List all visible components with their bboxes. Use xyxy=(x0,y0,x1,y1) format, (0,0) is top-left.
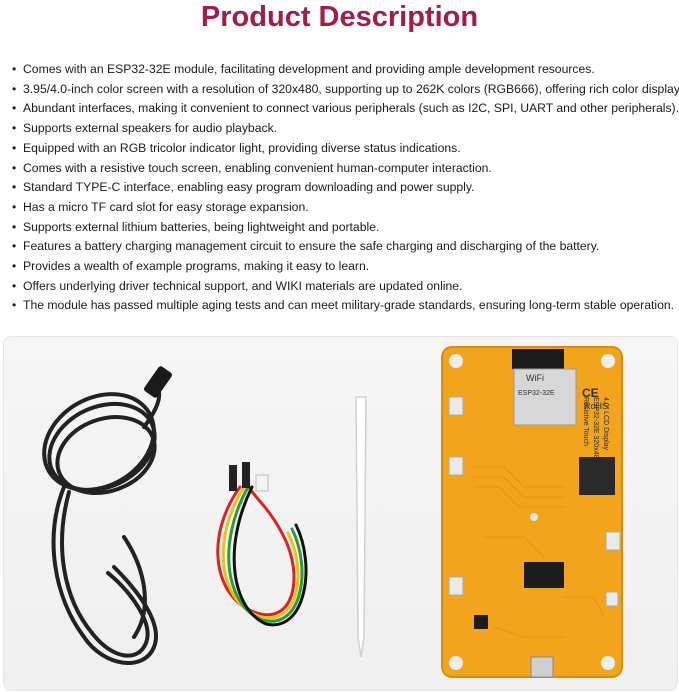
board-silkscreen: 4.0" LCD Display ESP32-32E 320x480 Resis… xyxy=(582,397,609,462)
feature-list: Comes with an ESP32-32E module, facilita… xyxy=(12,60,679,316)
feature-item: Offers underlying driver technical suppo… xyxy=(12,277,672,297)
silk-line-2: ESP32-32E 320x480 xyxy=(592,397,599,462)
feature-item: Features a battery charging management c… xyxy=(12,237,672,257)
silk-line-1: 4.0" LCD Display xyxy=(602,397,609,451)
feature-item: Provides a wealth of example programs, m… xyxy=(12,257,672,277)
feature-item: Has a micro TF card slot for easy storag… xyxy=(12,198,672,218)
feature-item: Abundant interfaces, making it convenien… xyxy=(12,99,679,119)
module-label: ESP32-32E xyxy=(518,390,555,397)
usb-cable xyxy=(42,380,162,665)
product-illustration: WiFi ESP32-32E RoHS CE 4.0" LCD Display … xyxy=(42,346,623,678)
feature-item: The module has passed multiple aging tes… xyxy=(12,296,674,316)
feature-item: Comes with an ESP32-32E module, facilita… xyxy=(12,60,672,80)
ce-label: CE xyxy=(582,386,599,400)
pcb-board xyxy=(441,346,623,678)
product-photo: WiFi ESP32-32E RoHS CE 4.0" LCD Display … xyxy=(3,336,678,691)
rohs-label: RoHS xyxy=(584,401,608,411)
silk-line-3: Resistive Touch xyxy=(582,397,589,446)
feature-item: Equipped with an RGB tricolor indicator … xyxy=(12,139,672,159)
feature-item: 3.95/4.0-inch color screen with a resolu… xyxy=(12,80,679,100)
connector xyxy=(229,465,237,491)
page-title: Product Description xyxy=(200,1,479,33)
feature-item: Supports external lithium batteries, bei… xyxy=(12,218,672,238)
feature-item: Standard TYPE-C interface, enabling easy… xyxy=(12,178,672,198)
jumper-wires xyxy=(216,485,308,627)
feature-item: Comes with a resistive touch screen, ena… xyxy=(12,159,672,179)
stylus xyxy=(355,396,367,658)
wifi-label: WiFi xyxy=(526,373,544,383)
feature-item: Supports external speakers for audio pla… xyxy=(12,119,672,139)
usb-plug xyxy=(144,366,172,398)
